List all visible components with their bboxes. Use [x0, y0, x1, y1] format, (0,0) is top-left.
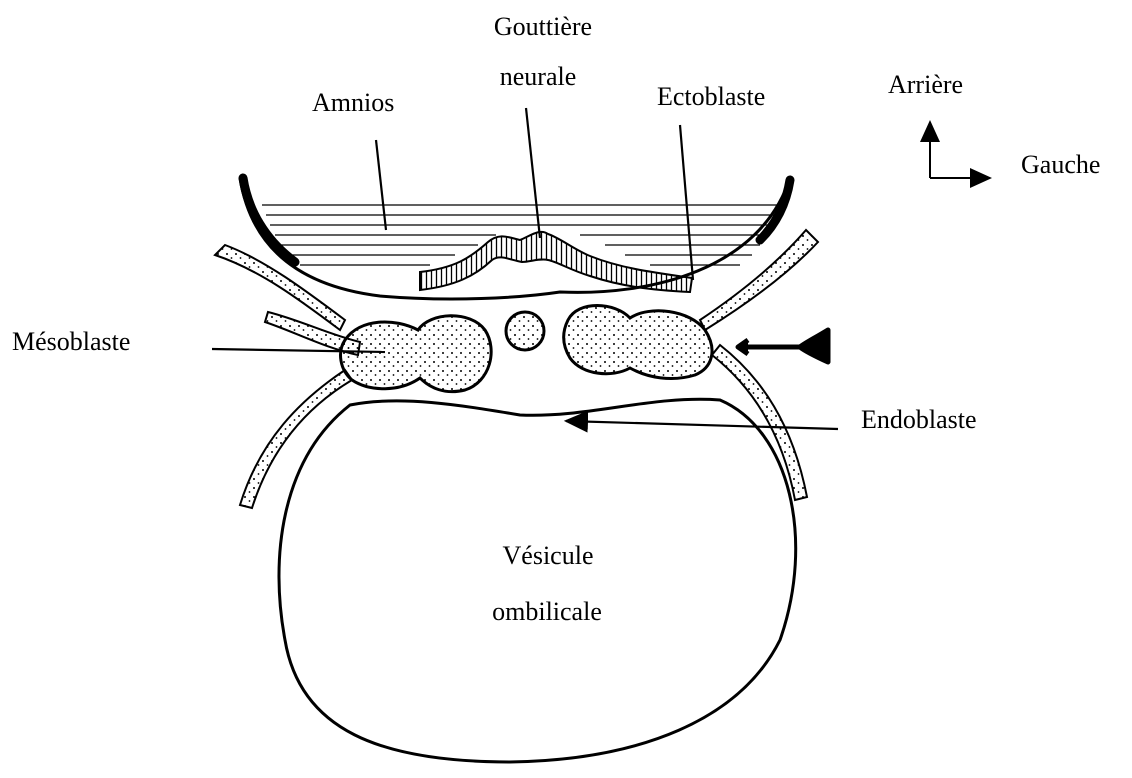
notochord: [506, 312, 544, 350]
gouttiere-neurale-label-line1: Gouttière: [494, 12, 592, 42]
gouttiere-neurale-label-line2: neurale: [500, 62, 577, 92]
ectoblaste-leader: [680, 125, 693, 280]
amnios-label: Amnios: [312, 88, 394, 118]
right-lower-layer: [712, 345, 807, 500]
endoblaste-label: Endoblaste: [861, 405, 977, 435]
left-lower-layer: [240, 370, 352, 508]
gauche-label: Gauche: [1021, 150, 1100, 180]
amnios-left-thick-edge: [243, 178, 295, 262]
umbilical-vesicle: [279, 399, 796, 762]
amnios-leader: [376, 140, 386, 230]
right-mesoblast-mass: [564, 306, 712, 379]
section-plane-arrow: [738, 330, 828, 362]
neural-plate: [420, 232, 692, 292]
vesicule-ombilicale-label-line1: Vésicule: [503, 541, 594, 571]
ectoblaste-label: Ectoblaste: [657, 82, 765, 112]
arriere-label: Arrière: [888, 70, 963, 100]
orientation-axes: [930, 122, 990, 178]
endoblaste-leader: [566, 421, 838, 429]
gouttiere-leader: [526, 108, 540, 238]
mesoblaste-label: Mésoblaste: [12, 327, 130, 357]
left-mesoblast-mass: [341, 316, 492, 392]
vesicule-ombilicale-label-line2: ombilicale: [492, 597, 602, 627]
